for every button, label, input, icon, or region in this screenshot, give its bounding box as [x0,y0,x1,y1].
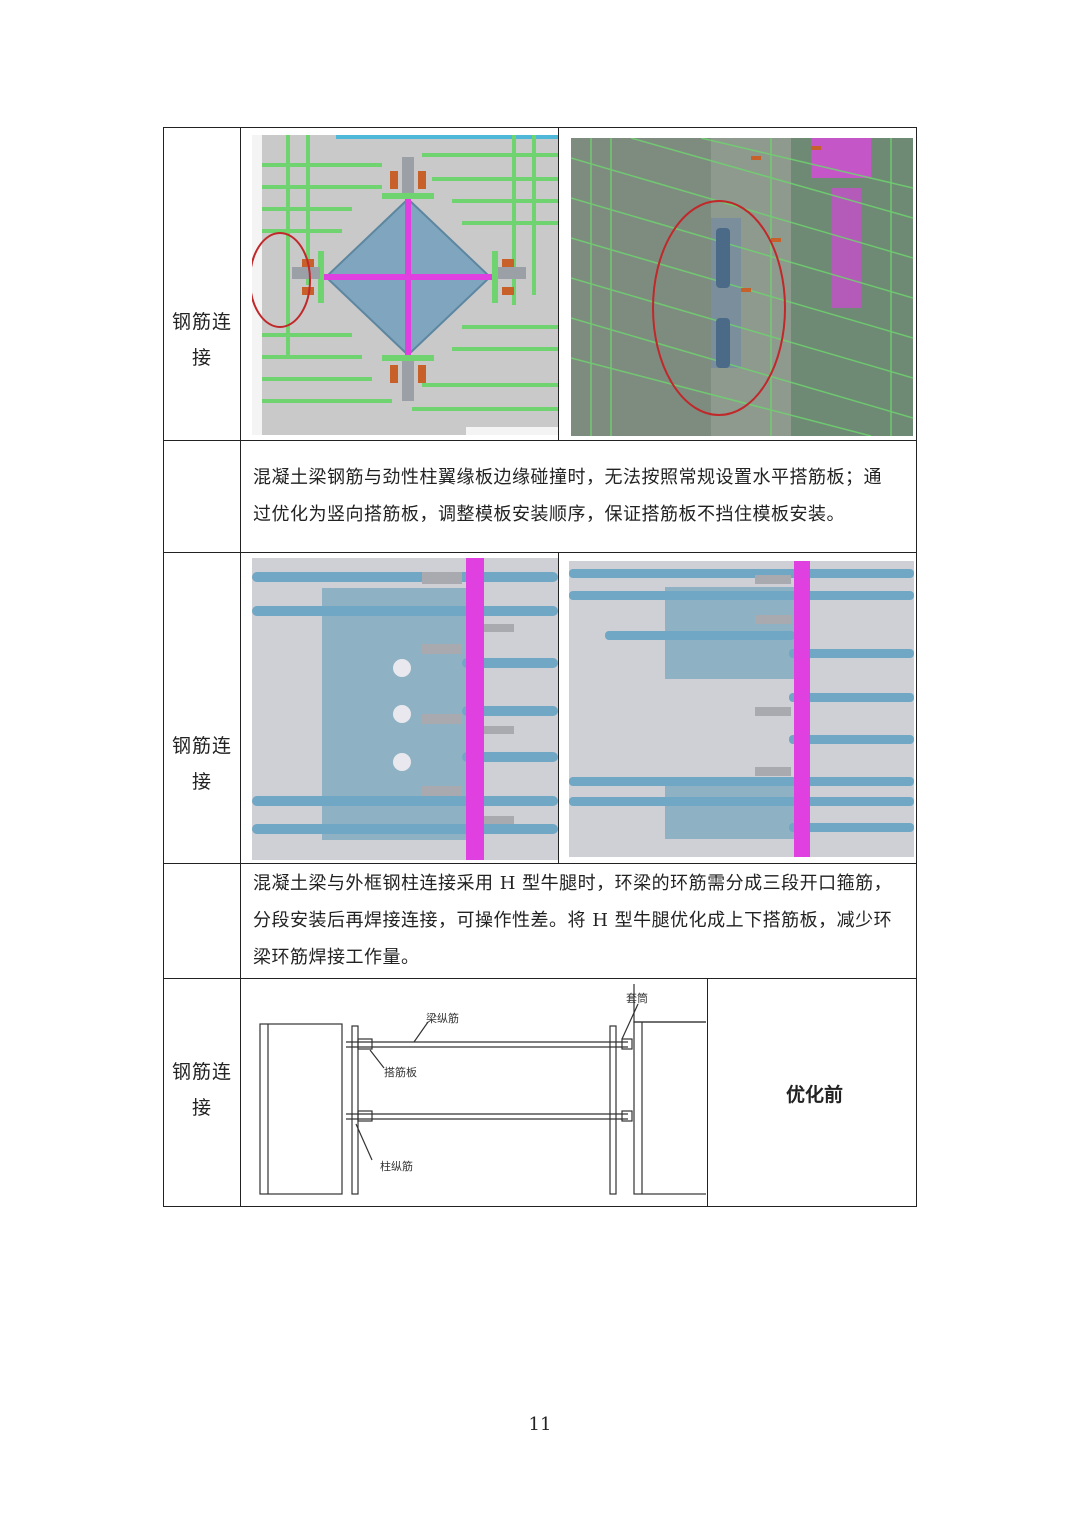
row2-label: 钢筋连 接 [171,735,232,793]
row3-label: 钢筋连 接 [171,1061,232,1119]
row1-image-left [252,135,558,435]
row3-diagram: 梁纵筋 套筒 搭筋板 柱纵筋 [244,984,706,1204]
row3-note-split [707,978,708,1206]
row2-image-divider [164,863,916,864]
content-table: 钢筋连 接 钢筋连 接 钢筋连 接 [163,127,917,1207]
row1-image-divider [164,440,916,441]
row-divider-1 [164,552,916,553]
row2-image-left [252,558,558,860]
row2-image-right [569,561,914,857]
beam-rebar-label: 梁纵筋 [426,1011,459,1025]
label-column-divider [240,128,241,1206]
row1-image-split [558,128,559,440]
row-divider-2 [164,978,916,979]
page-number: 11 [528,1414,552,1435]
row1-label: 钢筋连 接 [171,311,232,369]
row2-image-split [558,552,559,863]
row1-image-right [571,138,913,436]
column-rebar-label: 柱纵筋 [380,1159,413,1173]
before-optimization-label: 优化前 [786,1084,844,1106]
lap-plate-label: 搭筋板 [384,1065,417,1079]
row1-description: 混凝土梁钢筋与劲性柱翼缘板边缘碰撞时，无法按照常规设置水平搭筋板；通 过优化为竖… [253,467,882,525]
row2-description: 混凝土梁与外框钢柱连接采用 H 型牛腿时，环梁的环筋需分成三段开口箍筋， 分段安… [253,873,893,968]
sleeve-label: 套筒 [626,991,648,1005]
